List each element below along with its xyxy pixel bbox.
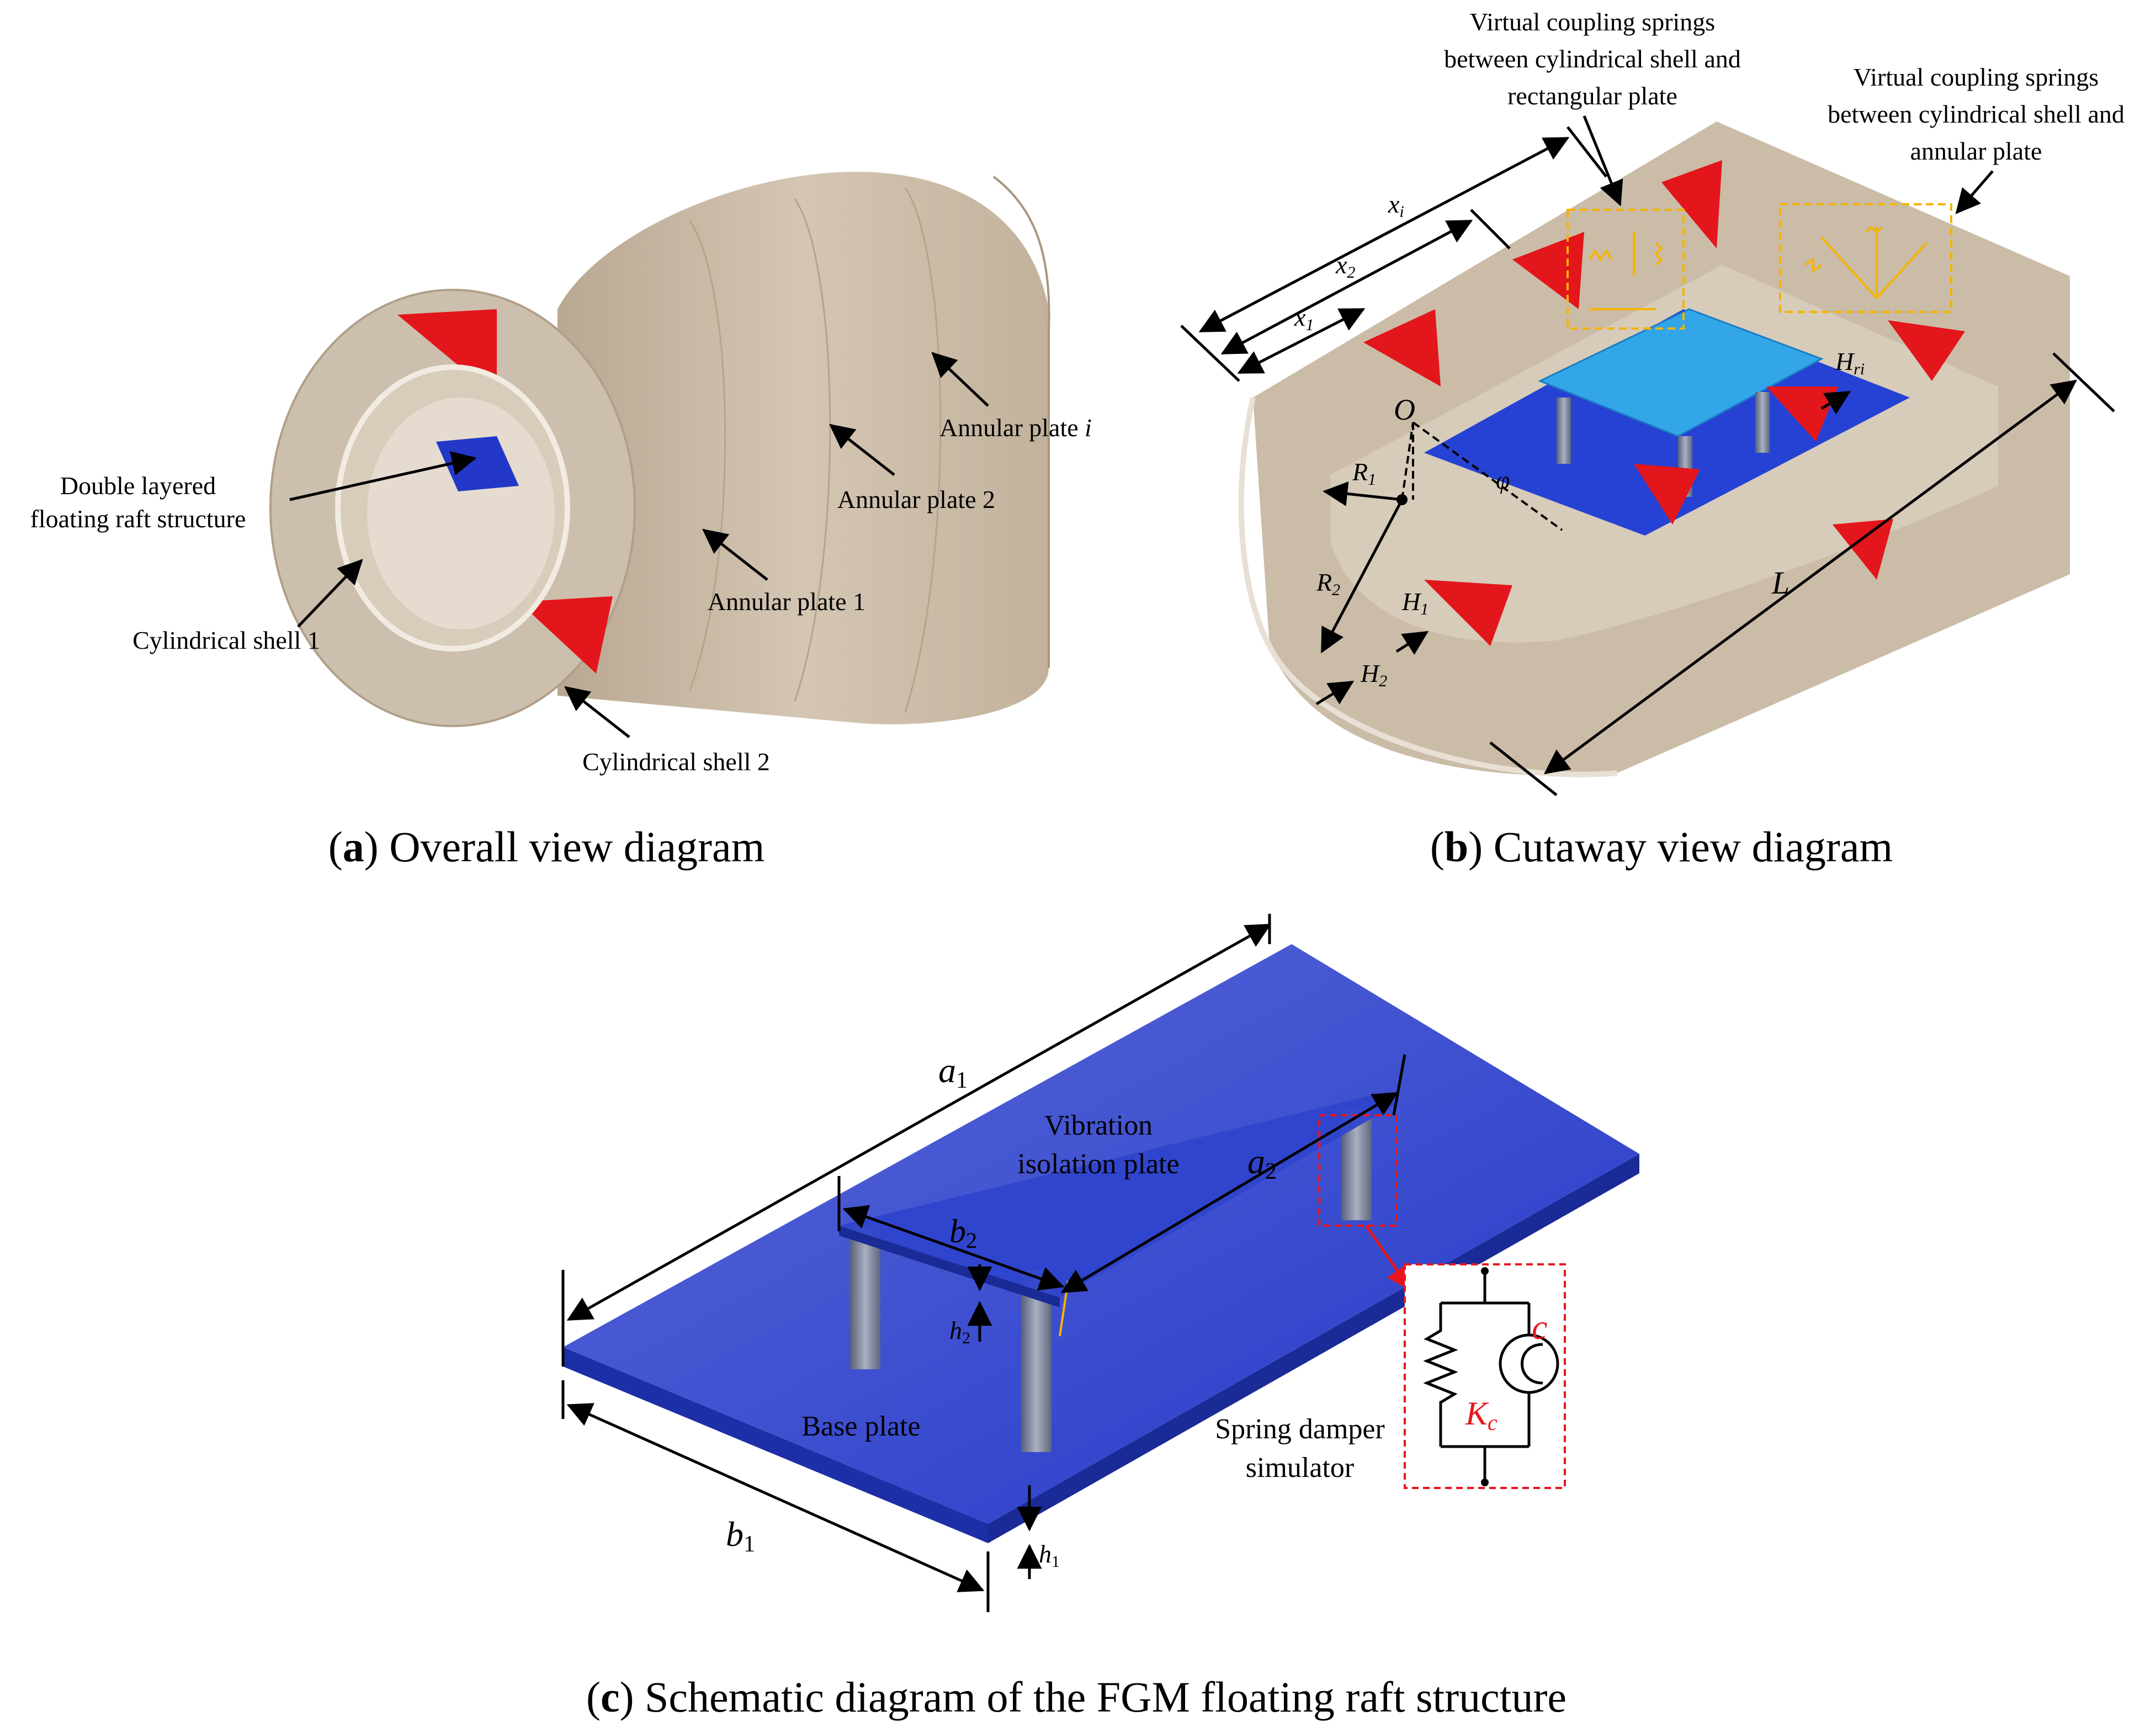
sym-h1: h1	[1039, 1540, 1060, 1571]
cylinder-right-edge	[992, 176, 1050, 668]
label-plate1: Annular plate 1	[708, 587, 865, 616]
red-wedge-b4	[1888, 320, 1965, 381]
sym-Kc: Kc	[1465, 1395, 1497, 1435]
label-plate2: Annular plate 2	[837, 485, 995, 513]
label-rect-springs-l3: rectangular plate	[1507, 82, 1677, 110]
sym-H2: H2	[1360, 659, 1387, 690]
label-annular-springs-l1: Virtual coupling springs	[1854, 63, 2099, 91]
sym-H1: H1	[1401, 587, 1429, 618]
sym-L: L	[1771, 565, 1789, 601]
annular-plate-seam-1	[689, 220, 726, 691]
red-coupling-wedge-bottom	[519, 596, 613, 674]
dim-H1	[1395, 631, 1429, 655]
red-wedge-b3	[1661, 160, 1722, 248]
panel-c-illustration	[563, 944, 1639, 1543]
label-sim-l1: Spring damper	[1215, 1413, 1385, 1445]
label-iso-l1: Vibration	[1044, 1110, 1153, 1141]
label-raft-line1: Double layered	[60, 472, 216, 500]
arrow-plate1	[702, 528, 768, 581]
label-base: Base plate	[801, 1411, 920, 1442]
dim-R1	[1323, 481, 1403, 506]
label-iso-l2: isolation plate	[1017, 1148, 1179, 1180]
sym-R1: R1	[1352, 458, 1376, 489]
label-shell2: Cylindrical shell 2	[582, 748, 770, 776]
panel-c: a1 a2 b1 b2 h1 h2 Vibration isolation pl…	[561, 914, 1639, 1721]
base-plate-edge-right	[988, 1154, 1639, 1543]
annular-plate-seam-i	[904, 187, 942, 713]
arrow-raft	[289, 451, 477, 501]
label-shell1: Cylindrical shell 1	[132, 626, 320, 654]
ext-a2-right	[1392, 1054, 1406, 1116]
spring-box-annular	[1779, 203, 1952, 313]
damper-cup-icon	[1521, 1343, 1543, 1385]
dim-H2	[1315, 680, 1355, 706]
ext-xi-right	[1566, 126, 1607, 178]
sym-x1: x1	[1294, 303, 1314, 334]
caption-c: (c) Schematic diagram of the FGM floatin…	[586, 1673, 1566, 1721]
panel-a: Double layered floating raft structure C…	[30, 172, 1092, 871]
sym-R2: R2	[1316, 568, 1340, 599]
panel-b: Virtual coupling springs between cylindr…	[1180, 8, 2125, 871]
post-3	[1755, 392, 1770, 453]
ext-x2-right	[1470, 209, 1511, 250]
cylindrical-shell-2-body	[557, 172, 1049, 724]
spring-icon-rect	[1589, 232, 1663, 310]
ext-x-left	[1180, 325, 1240, 382]
simulator-circuit	[1423, 1270, 1531, 1482]
dim-a1	[566, 923, 1272, 1321]
dim-b2	[842, 1205, 1065, 1291]
label-annular-springs-l2: between cylindrical shell and	[1828, 100, 2125, 128]
sym-Hri: Hri	[1835, 347, 1865, 378]
sym-a1: a1	[938, 1051, 968, 1093]
sym-a2: a2	[1247, 1142, 1277, 1184]
spring-icon-annular	[1804, 226, 1927, 299]
dim-a2	[1060, 1092, 1399, 1294]
spring-box-rect	[1566, 209, 1685, 330]
arrow-shell2	[564, 686, 630, 738]
sym-xi: xi	[1388, 190, 1404, 221]
sym-h2: h2	[949, 1316, 970, 1347]
annular-plate-seam-2	[794, 198, 831, 702]
dim-b1	[566, 1403, 985, 1592]
raft-glimpse	[436, 436, 519, 491]
outer-shell-rim	[1238, 396, 1618, 777]
ext-L-left	[1489, 741, 1558, 796]
arrow-plate-i	[931, 352, 989, 407]
sym-x2: x2	[1335, 251, 1355, 282]
red-wedge-b7	[1424, 580, 1512, 646]
sym-b2: b2	[949, 1213, 977, 1253]
dim-x1	[1237, 308, 1366, 374]
ext-L-right	[2052, 352, 2115, 412]
dim-R2	[1320, 499, 1404, 654]
arrow-shell1	[297, 559, 363, 628]
node-bottom	[1481, 1479, 1489, 1486]
damper-circle-icon	[1499, 1333, 1559, 1394]
dim-L	[1543, 379, 2078, 775]
label-rect-springs-l1: Virtual coupling springs	[1470, 8, 1715, 36]
label-plate-i: Annular plate i	[939, 414, 1092, 442]
sym-phi: φ	[1496, 466, 1510, 494]
label-sim-l2: simulator	[1246, 1452, 1354, 1484]
arrow-plate2	[829, 423, 895, 476]
inner-hole	[367, 398, 555, 629]
node-top	[1481, 1267, 1489, 1275]
caption-b: (b) Cutaway view diagram	[1430, 823, 1893, 871]
dash-O-1	[1401, 422, 1414, 500]
sym-c: c	[1532, 1307, 1547, 1347]
arrow-annular-springs	[1955, 170, 1994, 214]
sym-b1: b1	[726, 1514, 755, 1557]
post-1	[1557, 398, 1571, 464]
label-annular-springs-l3: annular plate	[1910, 137, 2042, 165]
dash-O-2	[1412, 421, 1563, 531]
panel-a-illustration	[269, 172, 1050, 727]
sym-O: O	[1394, 393, 1415, 426]
label-raft-line2: floating raft structure	[30, 505, 246, 533]
arrow-rect-springs	[1583, 115, 1623, 206]
caption-a: (a) Overall view diagram	[328, 823, 765, 871]
label-rect-springs-l2: between cylindrical shell and	[1444, 45, 1741, 73]
